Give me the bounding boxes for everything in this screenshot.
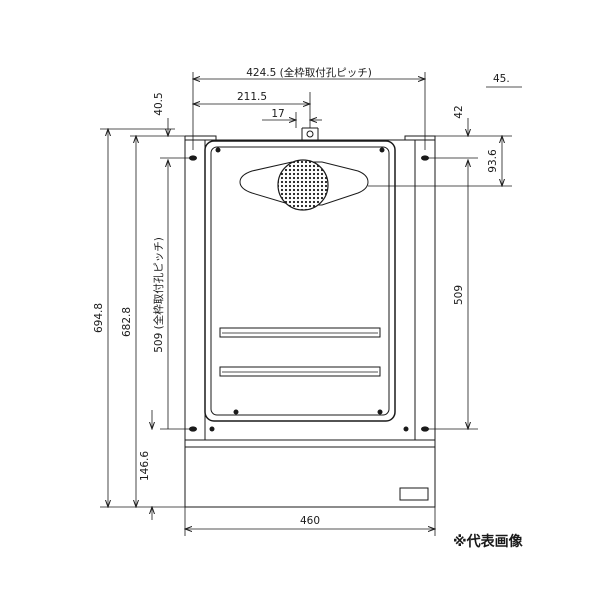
dim-682-8: 682.8 (121, 307, 133, 337)
dimension-lines-bottom: 460 (185, 507, 435, 536)
louver-upper (219, 327, 381, 338)
exhaust-grill (277, 159, 329, 211)
dim-93-6: 93.6 (487, 149, 499, 173)
louver-lower (219, 366, 381, 377)
dim-146-6: 146.6 (139, 451, 151, 481)
dim-694-8: 694.8 (93, 303, 105, 333)
dimension-lines-top: 424.5 (全枠取付孔ピッチ) 211.5 17 45. (193, 66, 522, 150)
dim-left-509: 509 (全枠取付孔ピッチ) (152, 237, 165, 353)
heater-body (204, 140, 396, 422)
dim-45: 45. (493, 73, 510, 85)
dimension-lines-right: 42 93.6 509 (368, 105, 512, 429)
dimension-lines-left: 40.5 509 (全枠取付孔ピッチ) 694.8 682.8 146.6 (93, 92, 193, 520)
nameplate (399, 487, 429, 501)
dim-right-509: 509 (453, 285, 465, 305)
dim-half-pitch: 211.5 (237, 91, 267, 103)
dim-42: 42 (453, 105, 465, 118)
exhaust-vent (239, 159, 369, 211)
dim-17: 17 (271, 108, 284, 120)
representative-image-note: ※代表画像 (453, 533, 524, 550)
dim-total-pitch: 424.5 (全枠取付孔ピッチ) (246, 66, 372, 79)
dim-40-5: 40.5 (153, 92, 165, 115)
mounting-frame (184, 127, 436, 508)
dim-460: 460 (300, 515, 320, 527)
